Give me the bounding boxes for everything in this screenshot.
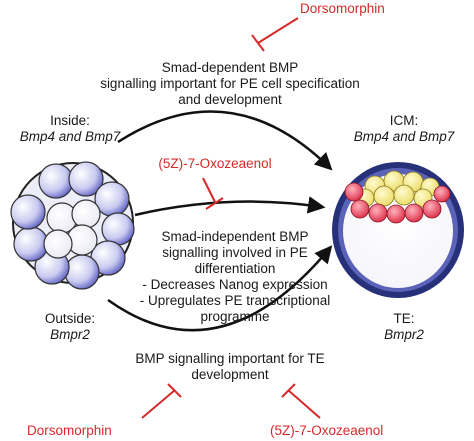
arrow-te-signalling <box>107 245 333 332</box>
smad-dependent-line-2: signalling important for PE cell specifi… <box>100 76 360 91</box>
blastocyst <box>332 162 464 298</box>
te-genes: Bmpr2 <box>384 327 424 342</box>
smad-independent-line-2: signalling involved in PE <box>162 245 308 260</box>
smad-independent-line-6: programme <box>200 309 270 324</box>
smad-dependent-line-3: and development <box>178 92 282 107</box>
smad-independent-line-3: differentiation <box>194 261 276 276</box>
inhibitor-bar-bottom-left <box>141 383 182 419</box>
morula-outside-label: Outside: <box>44 311 96 326</box>
morula-inside-label: Inside: <box>50 113 90 128</box>
inhibitor-bar-bottom-right <box>281 383 321 419</box>
inhibitor-bar-middle <box>202 177 224 210</box>
icm-genes: Bmp4 and Bmp7 <box>353 129 455 144</box>
inhibitor-bar-top <box>251 17 299 52</box>
arrow-smad-dependent <box>117 110 333 171</box>
oxozeaenol-label-bottom: (5Z)-7-Oxozeaenol <box>270 423 384 438</box>
morula <box>10 161 135 290</box>
smad-dependent-line-1: Smad-dependent BMP <box>161 60 299 75</box>
te-signalling-line-1: BMP signalling important for TE <box>135 351 325 366</box>
smad-independent-line-5: - Upregulates PE transcriptional <box>139 293 331 308</box>
morula-inside-genes: Bmp4 and Bmp7 <box>19 129 121 144</box>
arrow-smad-independent <box>134 196 326 217</box>
dorsomorphin-label-top: Dorsomorphin <box>300 1 385 16</box>
te-signalling-line-2: development <box>191 367 269 382</box>
smad-independent-line-1: Smad-independent BMP <box>161 229 309 244</box>
morula-outside-genes: Bmpr2 <box>50 327 90 342</box>
oxozeaenol-label-middle: (5Z)-7-Oxozeaenol <box>158 156 272 171</box>
dorsomorphin-label-bottom: Dorsomorphin <box>27 423 112 438</box>
icm-label: ICM: <box>389 113 419 128</box>
smad-independent-line-4: - Decreases Nanog expression <box>142 277 328 292</box>
te-label: TE: <box>393 311 415 326</box>
